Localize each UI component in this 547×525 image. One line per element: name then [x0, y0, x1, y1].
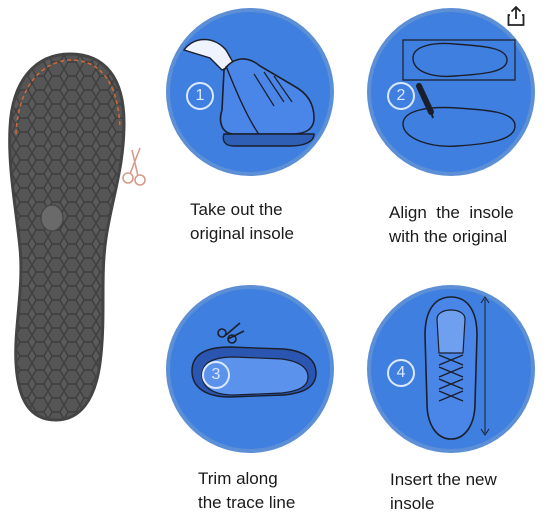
step-4-illustration: 4: [365, 283, 537, 455]
step-3-illustration: 3: [164, 283, 336, 455]
share-icon[interactable]: [505, 4, 527, 28]
step-3-caption-line2: the trace line: [198, 493, 296, 512]
step-4-caption-line1: Insert the new: [390, 470, 497, 489]
scissors-icon: [118, 142, 152, 190]
step-1-number: 1: [186, 82, 214, 110]
step-2-number: 2: [387, 82, 415, 110]
step-4-caption-line2: insole: [390, 494, 435, 513]
step-2-illustration: 2: [365, 6, 537, 178]
insole-product-image: [0, 48, 140, 428]
step-4-number: 4: [387, 359, 415, 387]
step-1-caption-line2: original insole: [190, 224, 294, 243]
step-4-caption: Insert the new insole: [390, 468, 497, 516]
step-2-caption-line1: Align the insole: [389, 203, 514, 222]
step-2-caption-line2: with the original: [389, 227, 508, 246]
step-1-illustration: 1: [164, 6, 336, 178]
step-3-caption-line1: Trim along: [198, 469, 278, 488]
step-3-caption: Trim along the trace line: [198, 467, 295, 515]
step-2-caption: Align the insole with the original: [389, 201, 514, 249]
step-3-number: 3: [202, 361, 230, 389]
step-1-caption: Take out the original insole: [190, 198, 294, 246]
step-1-caption-line1: Take out the: [190, 200, 283, 219]
